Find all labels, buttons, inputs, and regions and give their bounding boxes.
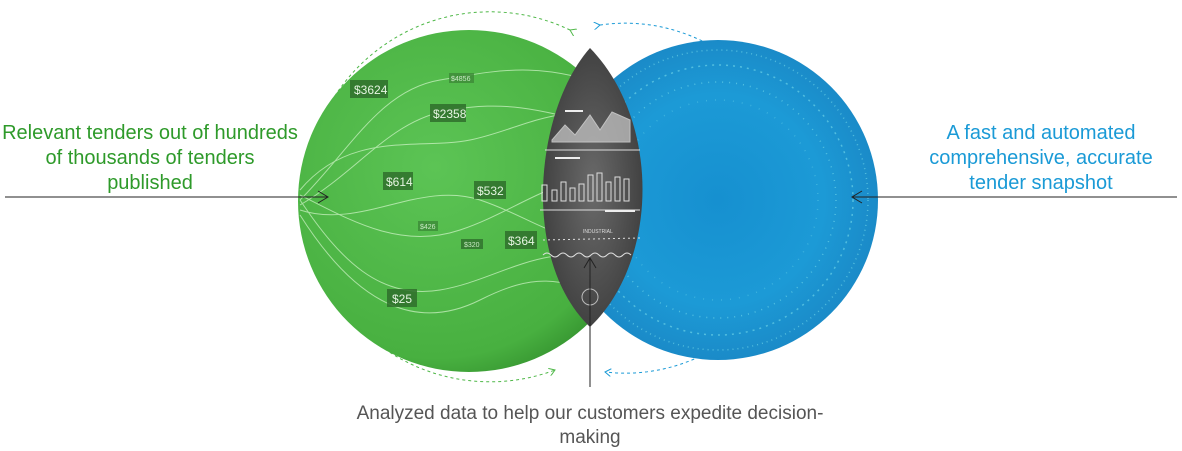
bottom-label: Analyzed data to help our customers expe…	[356, 403, 824, 448]
bottom-connector-arrow	[583, 257, 597, 387]
lens-mini-charts: INDUSTRIAL	[540, 110, 641, 306]
right-connector-arrow	[851, 190, 1177, 204]
price-tag: $532	[477, 184, 504, 198]
lens-caption: INDUSTRIAL	[583, 229, 613, 235]
left-connector-arrow	[5, 190, 329, 204]
price-tag: $364	[508, 234, 535, 248]
price-tag: $25	[392, 292, 412, 306]
blue-data-rings	[567, 49, 869, 351]
left-label: Relevant tenders out of hundreds of thou…	[2, 122, 298, 194]
price-tag: $614	[386, 175, 413, 189]
price-tag: $3624	[354, 83, 388, 97]
green-cycle-arc	[304, 11, 570, 383]
lens-bar-chart	[541, 172, 630, 202]
price-tag: $320	[464, 242, 480, 249]
right-label: A fast and automated comprehensive, accu…	[929, 122, 1153, 194]
blue-circle	[558, 40, 878, 360]
price-tag: $426	[420, 224, 436, 231]
price-tag: $4856	[451, 76, 471, 83]
blue-cycle-arc	[600, 23, 801, 373]
price-tag: $2358	[433, 107, 467, 121]
price-tags: $3624 $2358 $614 $532 $364 $25 $320 $485…	[350, 73, 537, 307]
